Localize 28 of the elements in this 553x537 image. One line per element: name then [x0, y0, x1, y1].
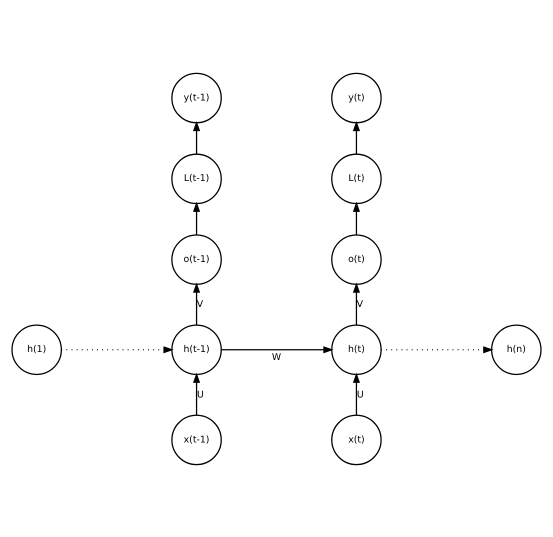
edge-label: U: [356, 388, 364, 400]
node-circle: L(t): [331, 153, 382, 204]
node-circle: o(t): [331, 234, 382, 284]
arrow: [352, 120, 360, 154]
node-circle: o(t-1): [171, 234, 222, 284]
node-circle: h(1): [11, 324, 62, 375]
arrow: [222, 346, 334, 353]
arrow: [352, 372, 360, 415]
node-circle: h(n): [491, 324, 542, 375]
edge-label: V: [196, 298, 204, 310]
edge-label: U: [196, 388, 204, 400]
node-circle: h(t): [331, 324, 382, 375]
arrow: [381, 346, 494, 353]
node-circle: y(t-1): [171, 72, 222, 123]
node-circle: L(t-1): [171, 153, 222, 204]
node-circle: x(t): [331, 414, 382, 465]
arrow: [61, 346, 174, 353]
edge-label: W: [272, 351, 282, 362]
arrow: [192, 120, 200, 154]
arrow: [192, 372, 200, 415]
node-circle: h(t-1): [171, 324, 222, 375]
node-circle: x(t-1): [171, 414, 222, 465]
arrow: [352, 201, 360, 234]
arrow: [192, 282, 200, 324]
arrow: [192, 201, 200, 234]
edge-label: V: [356, 298, 364, 310]
arrow: [352, 282, 360, 324]
node-circle: y(t): [331, 72, 382, 123]
